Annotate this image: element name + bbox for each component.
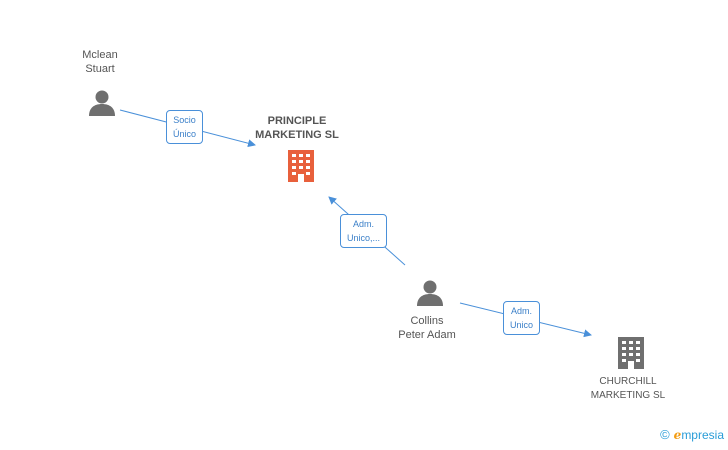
node-churchill-marketing-label[interactable]: CHURCHILL MARKETING SL bbox=[578, 375, 678, 403]
edge-label-line2: Unico,... bbox=[347, 233, 381, 243]
node-name-line2: MARKETING SL bbox=[255, 129, 339, 141]
edge-label-line1: Adm. bbox=[353, 219, 375, 229]
node-name-line2: Peter Adam bbox=[398, 329, 456, 341]
building-icon[interactable] bbox=[285, 149, 317, 183]
person-icon[interactable] bbox=[87, 88, 117, 118]
node-name-line1: Collins bbox=[410, 315, 444, 327]
node-collins-peter-adam-label[interactable]: Collins Peter Adam bbox=[387, 314, 467, 342]
node-name-line1: CHURCHILL bbox=[599, 376, 657, 387]
person-icon[interactable] bbox=[415, 278, 445, 308]
node-principle-marketing-label[interactable]: PRINCIPLE MARKETING SL bbox=[242, 114, 352, 142]
edge-label-adm-unico-churchill[interactable]: Adm. Unico bbox=[503, 301, 541, 335]
node-name-line2: Stuart bbox=[85, 63, 115, 75]
empresia-brand: © empresia bbox=[660, 427, 724, 442]
edge-label-adm-unico-principle[interactable]: Adm. Unico,... bbox=[340, 214, 388, 248]
building-icon[interactable] bbox=[615, 336, 647, 370]
node-name-line1: Mclean bbox=[82, 49, 118, 61]
node-name-line2: MARKETING SL bbox=[590, 390, 666, 401]
node-name-line1: PRINCIPLE bbox=[267, 115, 327, 127]
edge-label-line2: Único bbox=[173, 129, 197, 139]
edge-label-line1: Socio bbox=[173, 115, 196, 125]
copyright-icon: © bbox=[660, 427, 670, 442]
node-mclean-stuart-label[interactable]: Mclean Stuart bbox=[70, 48, 130, 76]
edge-label-line2: Unico bbox=[510, 320, 534, 330]
edge-label-line1: Adm. bbox=[511, 306, 533, 316]
brand-logo: empresia bbox=[673, 427, 724, 442]
edge-label-socio-unico[interactable]: Socio Único bbox=[166, 110, 204, 144]
